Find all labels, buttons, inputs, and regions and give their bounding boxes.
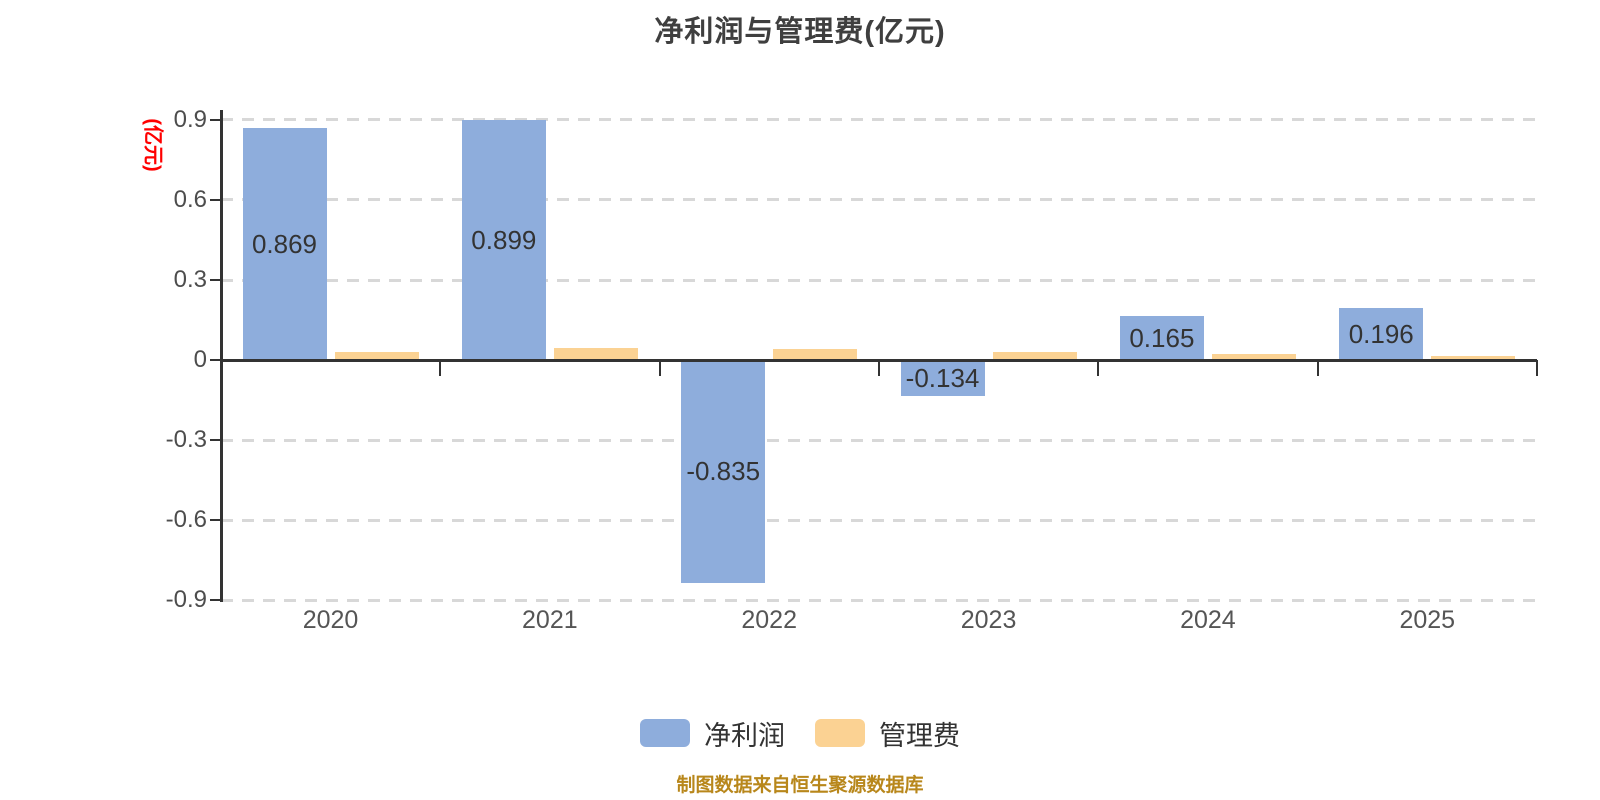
y-tick-label: 0.6 (173, 185, 207, 213)
x-tick-label: 2021 (522, 606, 578, 634)
mgmt-fee-legend-label: 管理费 (879, 720, 960, 751)
gridline (221, 198, 1537, 202)
bar-value-label: 0.869 (251, 229, 318, 260)
x-axis-tick (220, 360, 222, 376)
bar-value-label: -0.134 (905, 362, 980, 393)
net-profit-bar (242, 128, 327, 360)
gridline (221, 518, 1537, 522)
gridline (221, 278, 1537, 282)
x-tick-label: 2025 (1399, 606, 1456, 634)
legend-item-mgmt-fee: 管理费 (815, 714, 960, 753)
bar-value-label: 0.899 (471, 225, 537, 256)
mgmt-fee-bar (992, 351, 1077, 360)
y-axis-tick (210, 198, 221, 201)
x-tick-label: 2023 (960, 606, 1017, 634)
x-axis-tick (658, 360, 661, 376)
x-axis-tick (439, 360, 442, 376)
x-axis-tick (1536, 360, 1539, 376)
y-tick-label: -0.6 (165, 506, 207, 533)
y-axis-tick (210, 519, 221, 521)
y-tick-label: 0.3 (173, 266, 207, 293)
net-profit-bar (900, 360, 985, 396)
y-axis-tick (210, 599, 221, 601)
mgmt-fee-bar (334, 351, 419, 360)
mgmt-fee-bar (553, 348, 638, 360)
gridline (221, 118, 1537, 122)
mgmt-fee-bar (1431, 356, 1516, 360)
x-axis-tick (878, 360, 881, 376)
gridline (221, 438, 1537, 442)
mgmt-fee-legend-swatch (815, 719, 865, 747)
net-profit-legend-label: 净利润 (704, 720, 785, 751)
y-axis-tick (210, 439, 221, 441)
legend: 净利润 管理费 (0, 714, 1600, 753)
chart-title: 净利润与管理费(亿元) (654, 16, 946, 48)
gridline (221, 598, 1537, 602)
mgmt-fee-bar (773, 349, 858, 360)
y-axis-tick (210, 359, 221, 361)
net-profit-bar (681, 360, 766, 583)
net-profit-bar (1339, 307, 1424, 360)
x-axis-tick (1316, 360, 1319, 376)
x-tick-label: 2024 (1180, 606, 1236, 634)
y-axis-tick (210, 279, 221, 281)
y-axis-tick (210, 118, 221, 121)
y-tick-label: -0.3 (165, 426, 207, 453)
x-axis-tick (1097, 360, 1100, 376)
x-tick-label: 2022 (741, 606, 797, 634)
x-tick-label: 2020 (302, 606, 359, 634)
data-source-note: 制图数据来自恒生聚源数据库 (676, 775, 924, 796)
net-profit-legend-swatch (640, 719, 690, 747)
y-tick-label: -0.9 (165, 586, 207, 613)
y-tick-label: 0 (193, 346, 207, 373)
mgmt-fee-bar (1211, 354, 1296, 360)
bar-value-label: 0.196 (1348, 318, 1414, 349)
bar-value-label: -0.835 (686, 456, 761, 487)
bar-value-label: 0.165 (1129, 323, 1195, 353)
legend-item-net-profit: 净利润 (640, 714, 785, 753)
y-axis-line (220, 110, 223, 602)
net-profit-bar (1119, 316, 1204, 360)
y-tick-label: 0.9 (173, 105, 207, 133)
net-profit-bar (461, 120, 546, 360)
